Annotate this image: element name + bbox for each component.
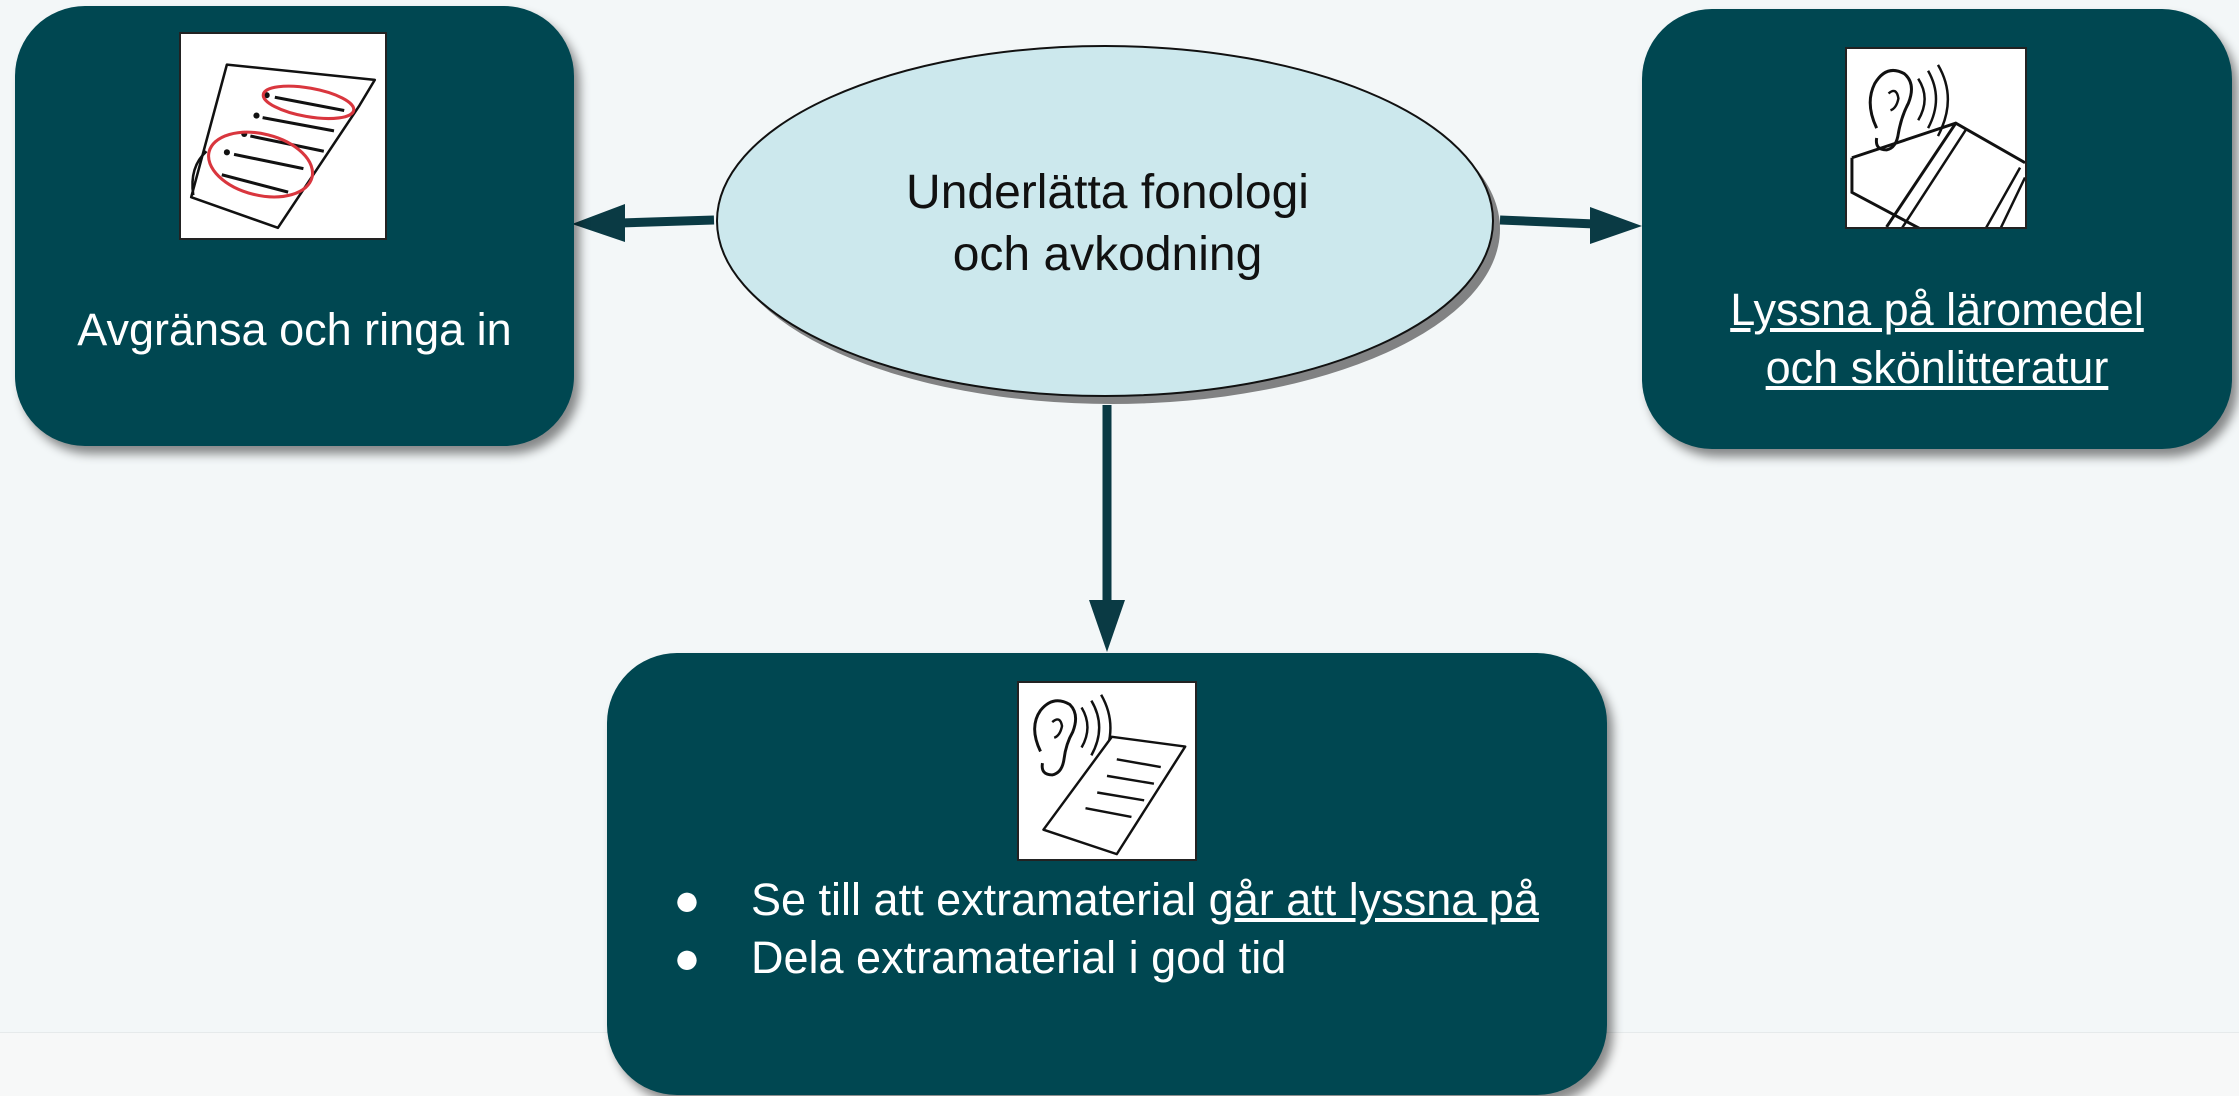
arrow-head-right	[1590, 207, 1642, 244]
central-concept-title: Underlätta fonologi och avkodning	[710, 162, 1505, 286]
ellipse-shape	[716, 45, 1500, 404]
bullet-marker: ●	[673, 874, 701, 925]
central-title-line2: och avkodning	[952, 228, 1263, 281]
arrow-head-down	[1089, 600, 1125, 652]
central-concept-ellipse: Underlätta fonologi och avkodning	[710, 32, 1505, 410]
bullet-item-listenable: ● Se till att extramaterial går att lyssn…	[667, 871, 1547, 929]
bullet-marker: ●	[673, 932, 701, 983]
bottom-strategy-box: ● Se till att extramaterial går att lyssn…	[607, 653, 1607, 1095]
ear-book-icon	[1845, 47, 2027, 229]
arrow-head-left	[572, 204, 625, 242]
ear-document-icon	[1017, 681, 1197, 861]
right-box-link-line1[interactable]: Lyssna på läromedel	[1730, 284, 2144, 335]
circled-text-icon	[179, 32, 387, 240]
bullet2-text: Dela extramaterial i god tid	[751, 932, 1287, 983]
left-box-label: Avgränsa och ringa in	[77, 304, 512, 355]
arrow-to-left-box	[619, 215, 715, 228]
bottom-box-bullet-list: ● Se till att extramaterial går att lyssn…	[667, 871, 1547, 987]
right-box-link-line2[interactable]: och skönlitteratur	[1765, 342, 2109, 393]
bullet1-text: Se till att extramaterial	[751, 874, 1209, 925]
left-strategy-box: Avgränsa och ringa in	[15, 6, 574, 446]
bullet1-link[interactable]: går att lyssna på	[1208, 874, 1539, 925]
right-strategy-box: Lyssna på läromedel och skönlitteratur	[1642, 9, 2232, 449]
bullet-item-share-early: ● Dela extramaterial i god tid	[667, 929, 1547, 987]
right-box-link[interactable]: Lyssna på läromedel och skönlitteratur	[1642, 281, 2232, 397]
central-title-line1: Underlätta fonologi	[906, 166, 1309, 219]
arrow-to-right-box	[1499, 215, 1596, 229]
